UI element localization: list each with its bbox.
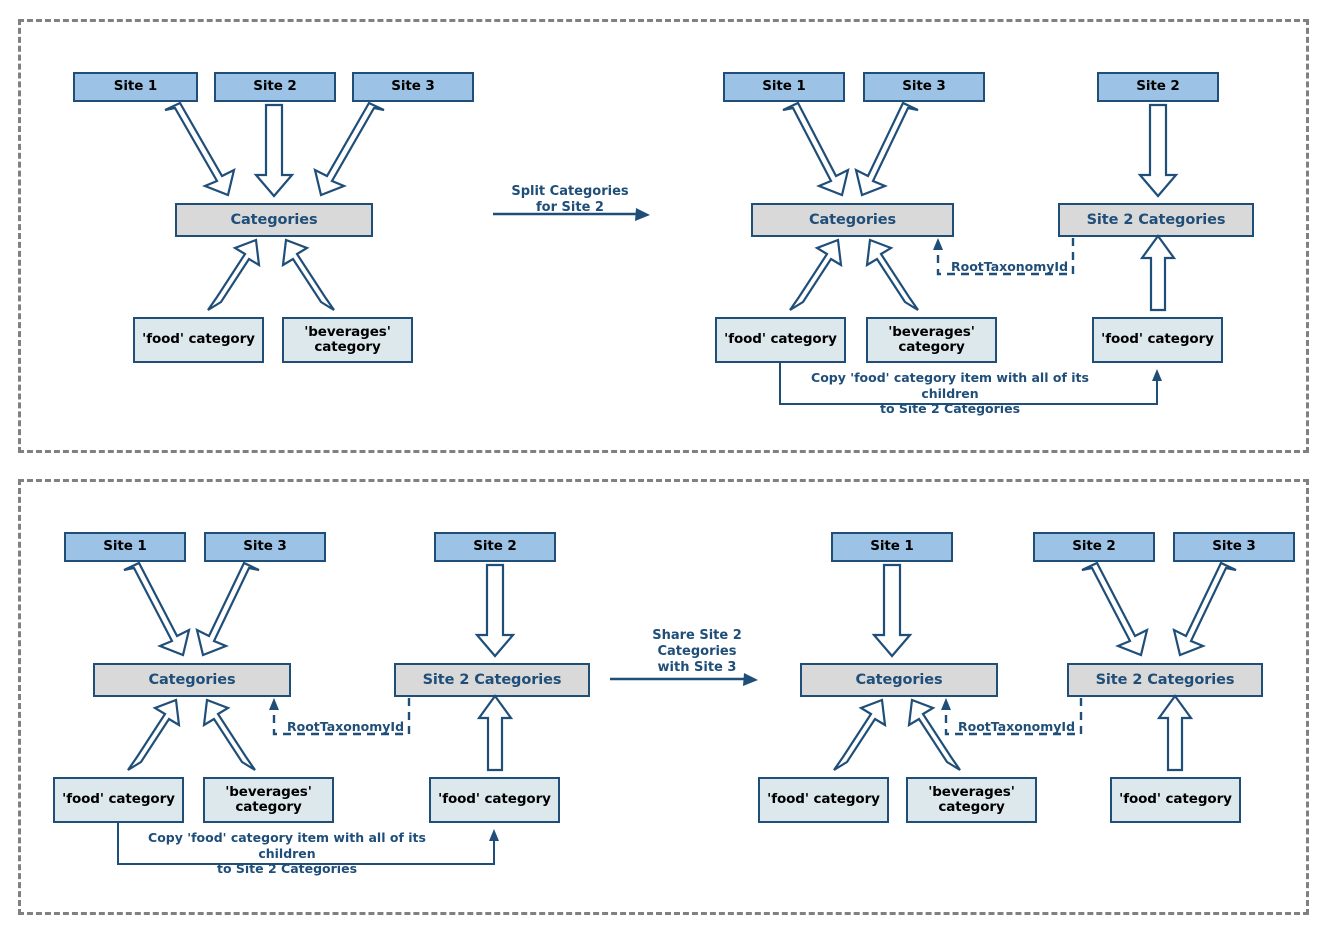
category-label: 'beverages' category — [225, 783, 312, 815]
root-taxonomy-id-label: RootTaxonomyId — [284, 719, 408, 734]
category-box[interactable]: 'food' category — [133, 317, 264, 363]
copy-category-label: Copy 'food' category item with all of it… — [137, 830, 437, 877]
site-box[interactable]: Site 1 — [64, 532, 186, 562]
site-box[interactable]: Site 1 — [831, 532, 953, 562]
category-label: 'beverages' category — [888, 323, 975, 355]
site-box[interactable]: Site 3 — [352, 72, 474, 102]
root-taxonomy-id-label: RootTaxonomyId — [948, 259, 1072, 274]
category-label: 'food' category — [62, 791, 175, 808]
site-box[interactable]: Site 1 — [723, 72, 845, 102]
site-box[interactable]: Site 3 — [1173, 532, 1295, 562]
category-label: 'food' category — [724, 331, 837, 348]
category-label: 'beverages' category — [928, 783, 1015, 815]
transition-caption: Split Categories for Site 2 — [511, 184, 629, 215]
site-box[interactable]: Site 2 — [1033, 532, 1155, 562]
taxonomy-box[interactable]: Categories — [175, 203, 373, 237]
category-box[interactable]: 'beverages' category — [203, 777, 334, 823]
taxonomy-box[interactable]: Site 2 Categories — [394, 663, 590, 697]
category-box[interactable]: 'beverages' category — [282, 317, 413, 363]
site-box[interactable]: Site 2 — [214, 72, 336, 102]
category-box[interactable]: 'beverages' category — [866, 317, 997, 363]
taxonomy-box[interactable]: Categories — [93, 663, 291, 697]
copy-category-label: Copy 'food' category item with all of it… — [800, 370, 1100, 417]
site-box[interactable]: Site 2 — [1097, 72, 1219, 102]
transition-caption: Share Site 2 Categories with Site 3 — [652, 628, 742, 675]
category-label: 'food' category — [1119, 791, 1232, 808]
category-box[interactable]: 'food' category — [1110, 777, 1241, 823]
category-label: 'beverages' category — [304, 323, 391, 355]
category-label: 'food' category — [142, 331, 255, 348]
site-box[interactable]: Site 3 — [204, 532, 326, 562]
category-box[interactable]: 'food' category — [758, 777, 889, 823]
taxonomy-box[interactable]: Categories — [751, 203, 954, 237]
category-box[interactable]: 'food' category — [715, 317, 846, 363]
taxonomy-box[interactable]: Site 2 Categories — [1067, 663, 1263, 697]
category-label: 'food' category — [767, 791, 880, 808]
category-box[interactable]: 'food' category — [429, 777, 560, 823]
category-label: 'food' category — [438, 791, 551, 808]
category-box[interactable]: 'food' category — [1092, 317, 1223, 363]
site-box[interactable]: Site 2 — [434, 532, 556, 562]
category-box[interactable]: 'beverages' category — [906, 777, 1037, 823]
taxonomy-box[interactable]: Site 2 Categories — [1058, 203, 1254, 237]
category-label: 'food' category — [1101, 331, 1214, 348]
site-box[interactable]: Site 3 — [863, 72, 985, 102]
root-taxonomy-id-label: RootTaxonomyId — [955, 719, 1079, 734]
site-box[interactable]: Site 1 — [73, 72, 198, 102]
taxonomy-box[interactable]: Categories — [800, 663, 998, 697]
category-box[interactable]: 'food' category — [53, 777, 184, 823]
